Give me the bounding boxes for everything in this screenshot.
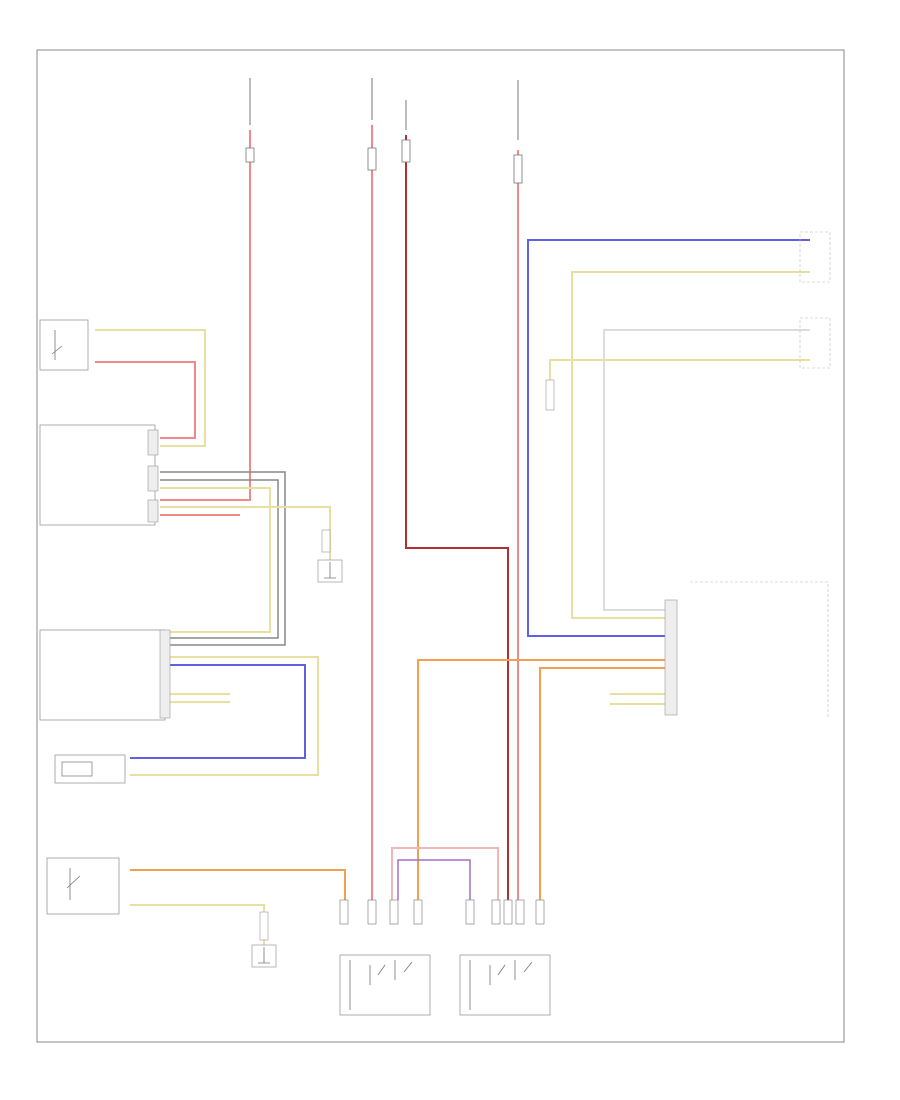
wire-red-topleft (95, 361, 196, 439)
wire-yellow-topleft (95, 329, 206, 447)
wire-white-right (603, 329, 810, 611)
wire-yellow-ground2 (130, 904, 265, 945)
wire-group (95, 125, 810, 945)
fuse-3 (401, 100, 411, 163)
fuse-group (245, 78, 523, 184)
right-sensor-top (799, 231, 831, 283)
top-left-relay (39, 319, 89, 371)
ground-symbol-lower (251, 944, 277, 968)
wire-yellow-mid (160, 487, 271, 633)
lower-left-switch (46, 857, 120, 915)
wire-gray-1 (160, 471, 286, 646)
wire-yellow-right2 (549, 359, 810, 410)
right-sensor-mid (799, 317, 831, 369)
wire-yellow-lowerleft (130, 656, 319, 776)
fuse-1 (245, 78, 255, 163)
diagram-frame (36, 49, 845, 1043)
fuse-4 (513, 80, 523, 184)
wire-orange-1 (417, 659, 670, 900)
right-control-unit (664, 581, 829, 718)
bottom-relay-right (459, 954, 551, 1016)
wire-yellow-right1 (571, 271, 810, 619)
wire-darkred-fuse3 (405, 135, 509, 900)
left-module-lower (39, 629, 171, 721)
bottom-relay-left (339, 954, 431, 1016)
ground-symbol-mid (317, 559, 343, 583)
left-module-upper (39, 424, 159, 526)
fuse-2 (367, 78, 377, 171)
wire-orange-2 (539, 667, 670, 900)
wire-blue (527, 239, 810, 637)
wire-connector-markers (259, 379, 555, 941)
temperature-sensor (54, 754, 126, 784)
wire-blue-lower (130, 664, 306, 759)
wire-gray-2 (160, 479, 279, 639)
bottom-connector-pins (339, 899, 545, 925)
wire-pink-loop (391, 847, 499, 900)
wire-purple (397, 859, 471, 900)
wire-orange-3 (130, 869, 346, 900)
wire-red-fuse1 (160, 130, 251, 501)
